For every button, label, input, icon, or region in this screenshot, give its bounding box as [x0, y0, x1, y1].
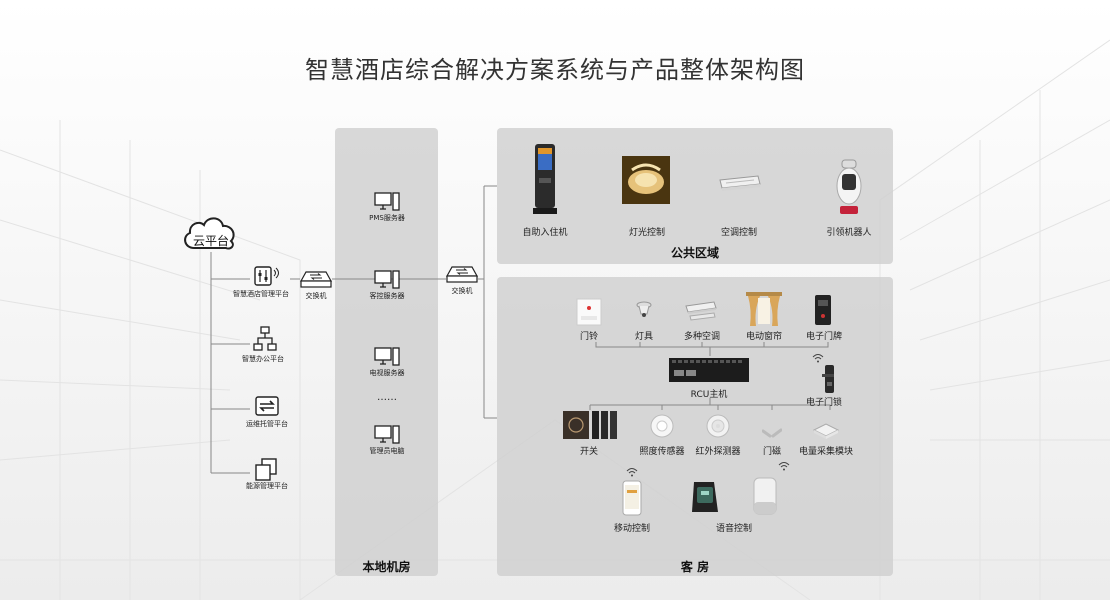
stack-icon[interactable] [255, 458, 277, 482]
admin-computer-icon[interactable] [374, 425, 400, 445]
tv-server-icon[interactable] [374, 347, 400, 367]
rcu-host-label: RCU主机 [690, 390, 728, 400]
guide-robot-label: 引领机器人 [826, 228, 872, 238]
cloud-label: 云平台 [192, 234, 229, 248]
mobile-wifi-icon [626, 467, 638, 477]
pms-server-icon[interactable] [374, 192, 400, 212]
ac-control-label: 空调控制 [720, 228, 757, 238]
network-icon[interactable] [253, 326, 277, 352]
door-sign-icon[interactable] [814, 294, 832, 326]
switch-right-label: 交换机 [451, 287, 473, 295]
public-area-panel [497, 128, 893, 264]
local-room-label: 本地机房 [362, 560, 411, 574]
light-fixture-label: 灯具 [634, 332, 653, 342]
illuminance-sensor-label: 照度传感器 [639, 447, 685, 457]
platform-label-energy: 能源管理平台 [246, 482, 288, 490]
voice-control-label: 语音控制 [715, 524, 752, 534]
power-meter-module-label: 电量采集模块 [798, 447, 853, 457]
light-fixture-icon[interactable] [636, 300, 652, 320]
switch-right-icon[interactable] [446, 266, 478, 284]
tv-server-label: 电视服务器 [369, 369, 405, 377]
switch-left-icon[interactable] [300, 271, 332, 289]
diagram-title: 智慧酒店综合解决方案系统与产品整体架构图 [305, 56, 805, 84]
platform-label-office: 智慧办公平台 [242, 355, 284, 363]
guest-control-server-label: 客控服务器 [369, 292, 405, 300]
guide-robot-icon[interactable] [834, 158, 864, 216]
door-magnet-icon[interactable] [762, 428, 782, 440]
electric-curtain-icon[interactable] [746, 292, 782, 326]
sliders-icon[interactable] [253, 266, 281, 288]
infrared-detector-label: 红外探测器 [695, 447, 741, 457]
smart-speaker-icon[interactable] [752, 476, 778, 516]
door-magnet-label: 门磁 [762, 447, 781, 457]
servers-ellipsis: …… [377, 392, 397, 403]
wifi-icon [812, 353, 824, 363]
transfer-icon[interactable] [255, 396, 279, 418]
electronic-lock-icon[interactable] [822, 364, 836, 394]
self-checkin-kiosk-icon[interactable] [530, 142, 560, 216]
infrared-detector-icon[interactable] [706, 414, 730, 438]
rcu-host-icon[interactable] [668, 356, 750, 384]
doorbell-label: 门铃 [579, 332, 598, 342]
doorbell-icon[interactable] [576, 298, 602, 326]
illuminance-sensor-icon[interactable] [650, 414, 674, 438]
wall-switch-label: 开关 [579, 447, 598, 457]
guest-room-label: 客 房 [680, 560, 710, 574]
mobile-phone-icon[interactable] [622, 480, 642, 516]
platform-label-hotel: 智慧酒店管理平台 [233, 290, 289, 298]
cloud-icon [180, 210, 242, 254]
platform-label-ops: 运维托管平台 [246, 420, 288, 428]
air-conditioner-icon[interactable] [718, 174, 762, 192]
pms-server-label: PMS服务器 [369, 214, 405, 222]
lighting-control-label: 灯光控制 [628, 228, 665, 238]
voice-wifi-icon [778, 461, 790, 471]
electronic-lock-label: 电子门锁 [805, 398, 842, 408]
guest-control-server-icon[interactable] [374, 270, 400, 290]
door-sign-label: 电子门牌 [805, 332, 842, 342]
smart-display-icon[interactable] [690, 480, 720, 514]
multi-ac-icon[interactable] [684, 300, 720, 322]
public-area-label: 公共区域 [670, 246, 719, 260]
lighting-chandelier-icon[interactable] [622, 156, 670, 204]
switch-left-label: 交换机 [305, 292, 327, 300]
mobile-control-label: 移动控制 [613, 524, 650, 534]
power-meter-module-icon[interactable] [812, 422, 840, 440]
electric-curtain-label: 电动窗帘 [745, 332, 782, 342]
admin-computer-label: 管理员电脑 [369, 447, 405, 455]
wall-switch-icon[interactable] [562, 410, 618, 440]
multi-ac-label: 多种空调 [683, 332, 720, 342]
self-checkin-kiosk-label: 自助入住机 [522, 228, 568, 238]
